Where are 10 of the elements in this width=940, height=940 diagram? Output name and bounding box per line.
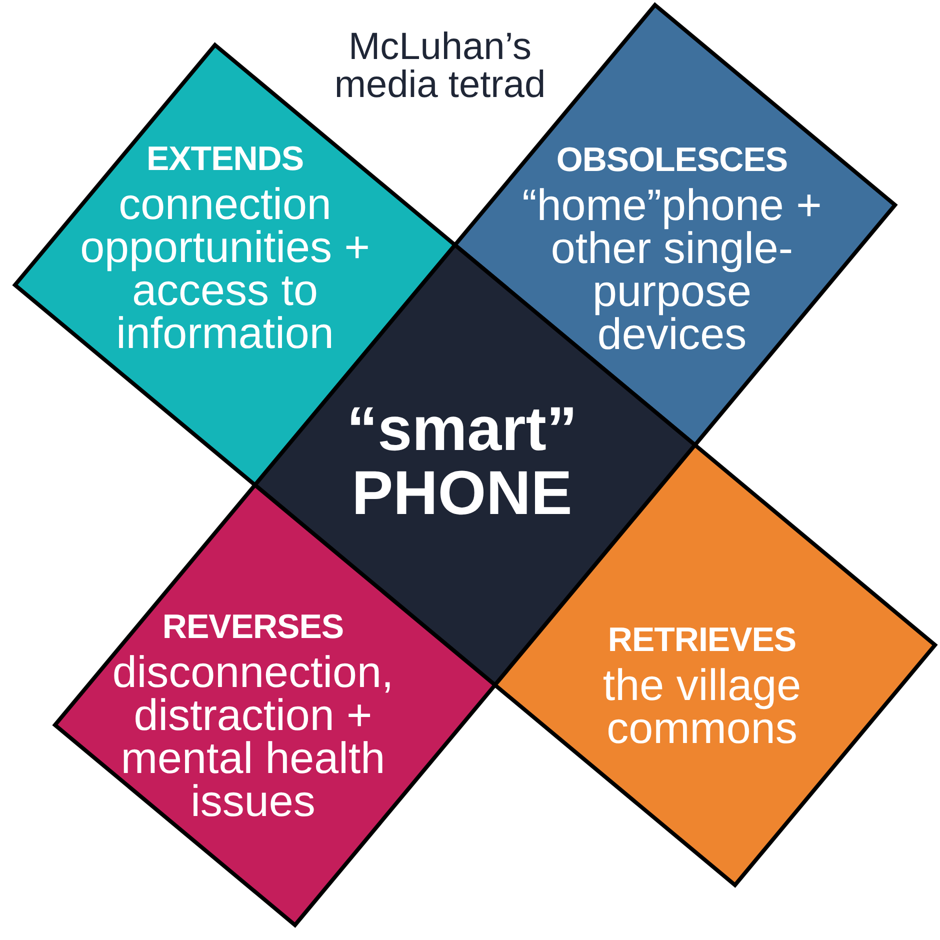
diagram-title: McLuhan’s media tetrad [333, 28, 547, 104]
tile-heading: EXTENDS [146, 139, 304, 179]
tile-text: “home”phone + other single-purpose devices [521, 184, 823, 356]
tile-text: the village commons [602, 664, 802, 750]
tile-heading: OBSOLESCES [556, 140, 788, 180]
tile-text: disconnection, distraction + mental health issues [111, 651, 395, 823]
tile-text: connection opportunities + access to information [79, 183, 371, 355]
center-label: “smart” PHONE [346, 398, 578, 526]
tile-heading: RETRIEVES [608, 620, 796, 660]
tile-heading: REVERSES [162, 607, 344, 647]
